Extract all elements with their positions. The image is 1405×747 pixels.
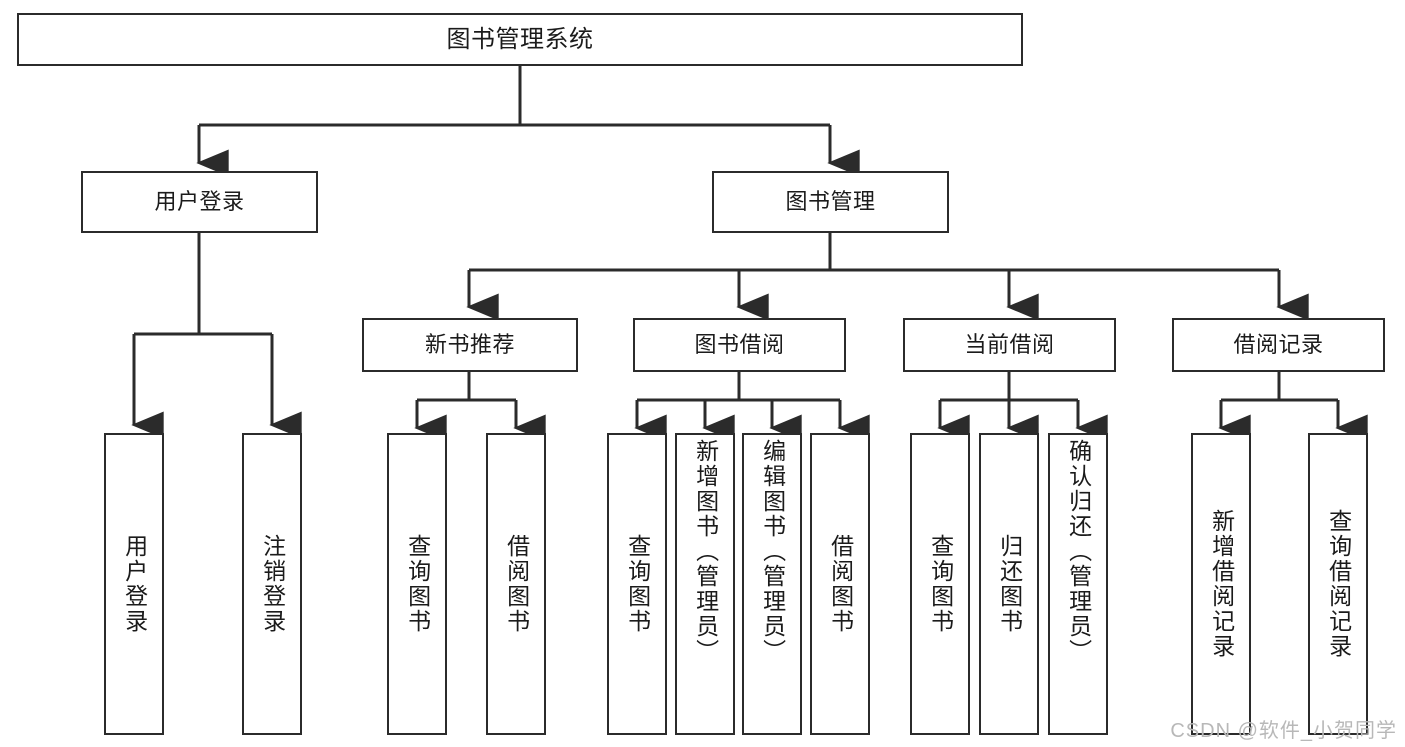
node-label: 查询图书 bbox=[927, 534, 954, 634]
node-leaf-query-book-rec[interactable]: 查询图书 bbox=[387, 433, 447, 735]
node-label: 编辑图书（管理员） bbox=[759, 439, 786, 664]
node-new-book-recommend[interactable]: 新书推荐 bbox=[362, 318, 578, 372]
node-label: 用户登录 bbox=[154, 189, 245, 215]
node-label: 新增图书（管理员） bbox=[692, 439, 719, 664]
watermark-text: CSDN @软件_小贺同学 bbox=[1170, 720, 1397, 742]
node-leaf-query-book-borrow[interactable]: 查询图书 bbox=[607, 433, 667, 735]
node-leaf-user-login[interactable]: 用户登录 bbox=[104, 433, 164, 735]
node-label: 图书管理 bbox=[785, 189, 876, 215]
node-label: 新增借阅记录 bbox=[1208, 509, 1235, 659]
node-label: 当前借阅 bbox=[964, 332, 1055, 358]
node-leaf-add-borrow-record[interactable]: 新增借阅记录 bbox=[1191, 433, 1251, 735]
node-label: 查询图书 bbox=[624, 534, 651, 634]
node-current-borrow[interactable]: 当前借阅 bbox=[903, 318, 1116, 372]
node-leaf-return-book[interactable]: 归还图书 bbox=[979, 433, 1039, 735]
node-leaf-logout[interactable]: 注销登录 bbox=[242, 433, 302, 735]
node-leaf-add-book[interactable]: 新增图书（管理员） bbox=[675, 433, 735, 735]
node-book-borrow[interactable]: 图书借阅 bbox=[633, 318, 846, 372]
node-label: 图书管理系统 bbox=[446, 25, 594, 53]
node-label: 新书推荐 bbox=[424, 332, 515, 358]
node-label: 查询图书 bbox=[404, 534, 431, 634]
node-label: 用户登录 bbox=[121, 534, 148, 634]
node-root-system[interactable]: 图书管理系统 bbox=[17, 13, 1023, 66]
node-label: 借阅图书 bbox=[827, 534, 854, 634]
node-label: 借阅图书 bbox=[503, 534, 530, 634]
node-label: 借阅记录 bbox=[1233, 332, 1324, 358]
node-borrow-record[interactable]: 借阅记录 bbox=[1172, 318, 1385, 372]
node-label: 注销登录 bbox=[259, 534, 286, 634]
node-leaf-borrow-book[interactable]: 借阅图书 bbox=[810, 433, 870, 735]
node-leaf-query-borrow-record[interactable]: 查询借阅记录 bbox=[1308, 433, 1368, 735]
node-user-login[interactable]: 用户登录 bbox=[81, 171, 318, 233]
node-leaf-query-book-current[interactable]: 查询图书 bbox=[910, 433, 970, 735]
node-label: 归还图书 bbox=[996, 534, 1023, 634]
node-leaf-borrow-book-rec[interactable]: 借阅图书 bbox=[486, 433, 546, 735]
node-label: 图书借阅 bbox=[694, 332, 785, 358]
node-book-manage[interactable]: 图书管理 bbox=[712, 171, 949, 233]
node-leaf-confirm-return[interactable]: 确认归还（管理员） bbox=[1048, 433, 1108, 735]
node-label: 确认归还（管理员） bbox=[1065, 439, 1092, 664]
node-leaf-edit-book[interactable]: 编辑图书（管理员） bbox=[742, 433, 802, 735]
node-label: 查询借阅记录 bbox=[1325, 509, 1352, 659]
